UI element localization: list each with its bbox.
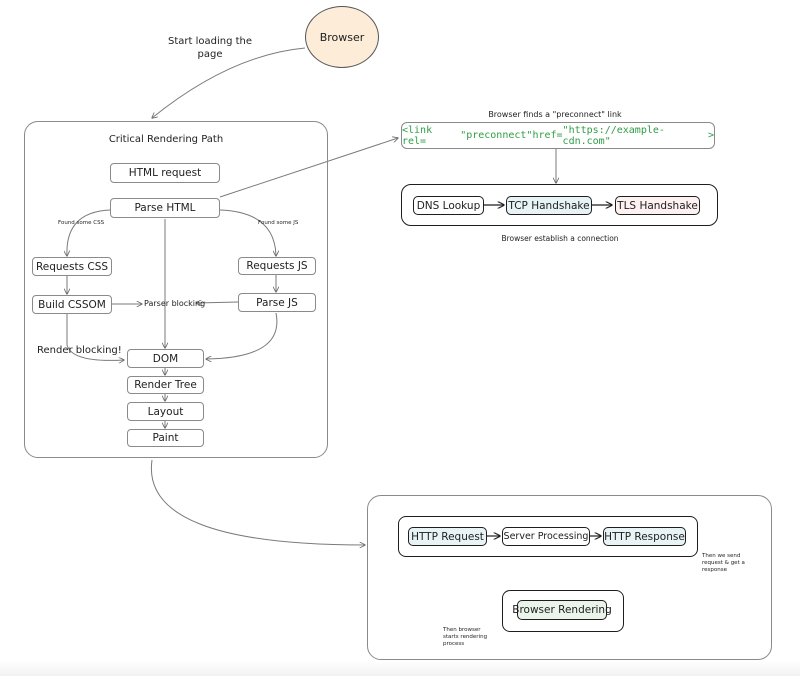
start-loading-label: Start loading the page — [167, 36, 253, 60]
browser-rendering-node: Browser Rendering — [512, 600, 612, 620]
browser-node-label: Browser — [319, 30, 365, 44]
render-tree-node: Render Tree — [127, 376, 204, 394]
dns-lookup-node: DNS Lookup — [413, 196, 484, 215]
requests-js-node: Requests JS — [238, 257, 316, 275]
parse-js-node: Parse JS — [238, 293, 316, 312]
code-tag-close: > — [707, 130, 714, 141]
dom-node: DOM — [127, 349, 204, 368]
arrow-crp-to-request-frame — [150, 459, 365, 545]
paint-node: Paint — [127, 429, 204, 447]
requests-css-label: Requests CSS — [35, 260, 109, 273]
code-href-value: "https://example-cdn.com" — [562, 124, 665, 147]
handshake-frame — [401, 184, 718, 226]
http-response-node: HTTP Response — [603, 527, 686, 546]
browser-rendering-label: Browser Rendering — [512, 604, 612, 616]
tls-handshake-label: TLS Handshake — [617, 199, 698, 212]
request-chain-frame — [398, 516, 698, 557]
build-cssom-node: Build CSSOM — [32, 295, 112, 314]
server-processing-node: Server Processing — [502, 527, 590, 546]
connection-caption: Browser establish a connection — [501, 234, 619, 243]
requests-js-label: Requests JS — [246, 260, 308, 272]
paint-label: Paint — [152, 432, 179, 444]
preconnect-caption: Browser finds a "preconnect" link — [488, 110, 622, 119]
html-request-label: HTML request — [128, 167, 202, 179]
crp-frame — [24, 121, 328, 458]
html-request-node: HTML request — [110, 163, 220, 183]
tcp-handshake-label: TCP Handshake — [508, 199, 590, 212]
crp-title: Critical Rendering Path — [108, 134, 224, 145]
code-rel-value: "preconnect" — [460, 130, 533, 141]
code-href-attr: href= — [532, 130, 563, 141]
send-request-note: Then we send request & get a response — [702, 553, 745, 573]
bottom-shade — [0, 660, 800, 676]
http-response-label: HTTP Response — [604, 530, 685, 543]
tcp-handshake-node: TCP Handshake — [506, 196, 592, 215]
rendering-note: Then browser starts rendering process — [443, 627, 488, 647]
browser-node: Browser — [305, 6, 379, 68]
parse-html-node: Parse HTML — [110, 198, 220, 218]
code-tag-open: <link rel= — [402, 124, 433, 147]
requests-css-node: Requests CSS — [32, 257, 112, 276]
found-js-label: Found some JS — [258, 220, 299, 226]
layout-label: Layout — [147, 405, 184, 418]
build-cssom-label: Build CSSOM — [38, 298, 106, 311]
http-request-node: HTTP Request — [408, 527, 487, 546]
dom-label: DOM — [152, 352, 179, 365]
preconnect-code-box: <link rel= "preconnect" href="https://exa… — [401, 122, 715, 149]
render-tree-label: Render Tree — [134, 379, 197, 391]
browser-rendering-frame — [502, 590, 624, 632]
request-flow-frame — [367, 495, 772, 660]
parse-html-label: Parse HTML — [134, 202, 196, 214]
render-blocking-label: Render blocking! — [37, 345, 122, 356]
layout-node: Layout — [127, 402, 204, 421]
tls-handshake-node: TLS Handshake — [615, 196, 700, 215]
http-request-label: HTTP Request — [411, 530, 484, 543]
dns-lookup-label: DNS Lookup — [416, 199, 481, 212]
server-processing-label: Server Processing — [503, 531, 589, 542]
found-css-label: Found some CSS — [58, 220, 105, 226]
parse-js-label: Parse JS — [256, 296, 298, 309]
parser-blocking-label: Parser blocking — [144, 299, 206, 308]
